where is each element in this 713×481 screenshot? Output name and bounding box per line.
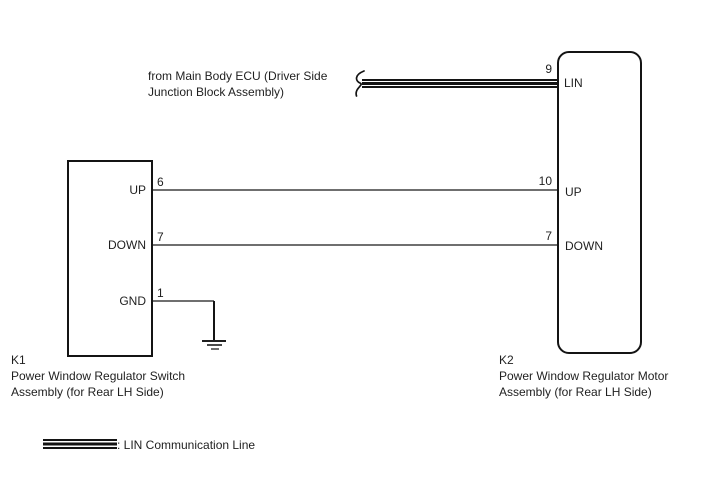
k1-description: Power Window Regulator Switch Assembly (…: [11, 369, 186, 399]
ground-bar-1: [202, 339, 226, 343]
gnd-wire-drop: [213, 301, 215, 340]
k2-pin-number-7: 7: [545, 229, 552, 243]
legend-label: : LIN Communication Line: [117, 438, 256, 452]
lin-line-legend-swatch: [43, 439, 117, 449]
k2-description: Power Window Regulator Motor Assembly (f…: [499, 369, 669, 399]
k2-pin-label-lin: LIN: [564, 76, 583, 90]
k2-connector-box: [557, 51, 642, 354]
lin-wire: [362, 79, 558, 88]
k2-caption: K2 Power Window Regulator Motor Assembly…: [499, 352, 668, 400]
k2-pin-label-down: DOWN: [565, 239, 603, 253]
k1-connector-box: [67, 160, 153, 357]
k1-pin-label-down: DOWN: [108, 238, 146, 252]
k1-pin-number-7: 7: [157, 230, 164, 244]
k1-caption: K1 Power Window Regulator Switch Assembl…: [11, 352, 185, 400]
k1-pin-number-1: 1: [157, 286, 164, 300]
down-wire: [152, 244, 558, 246]
k2-id: K2: [499, 353, 514, 367]
k1-pin-number-6: 6: [157, 175, 164, 189]
ground-bar-2: [206, 343, 222, 347]
k2-pin-number-10: 10: [538, 174, 552, 188]
gnd-wire: [152, 300, 214, 302]
k2-pin-number-9: 9: [545, 62, 552, 76]
k1-id: K1: [11, 353, 26, 367]
up-wire: [152, 189, 558, 191]
k1-pin-label-gnd: GND: [119, 294, 146, 308]
k1-pin-label-up: UP: [129, 183, 146, 197]
wire-break-squiggle-icon: [355, 70, 365, 97]
ecu-source-note: from Main Body ECU (Driver Side Junction…: [148, 69, 328, 99]
ground-bar-3: [210, 348, 219, 351]
k2-pin-label-up: UP: [565, 185, 582, 199]
